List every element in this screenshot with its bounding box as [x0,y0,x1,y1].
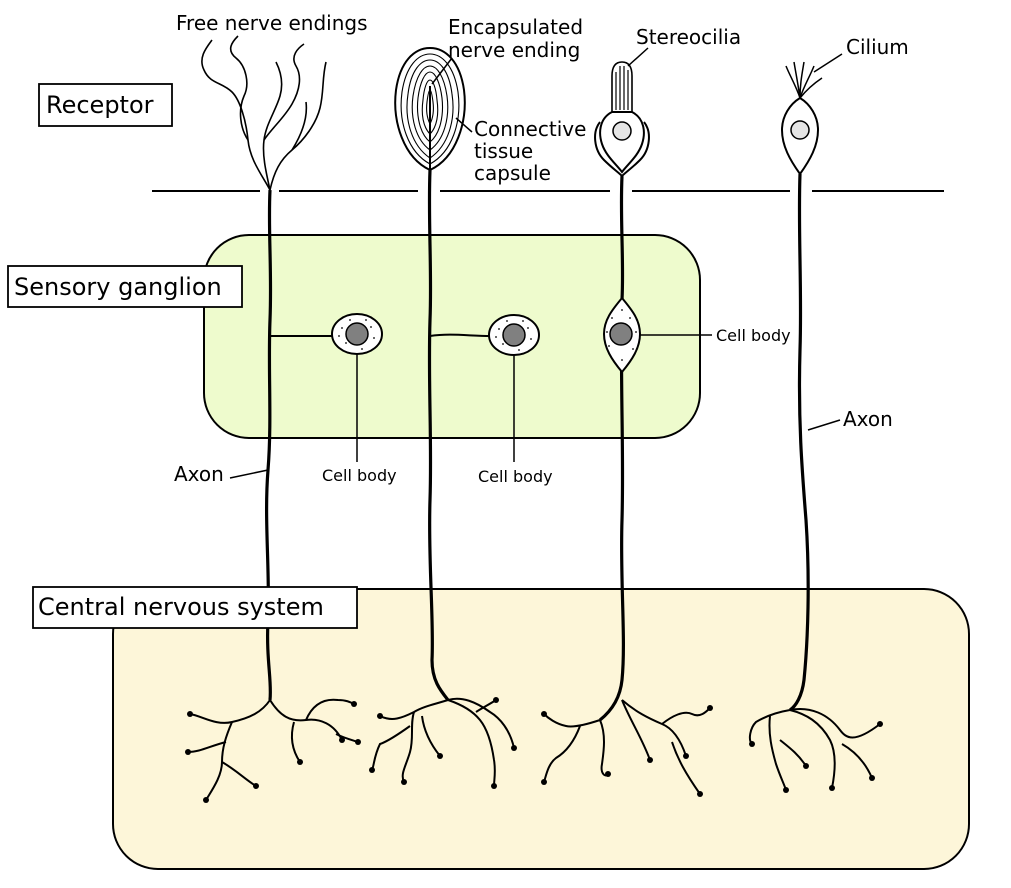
nucleus-1 [345,322,369,346]
hair-cell-body [599,111,645,174]
cns-terminals-4 [748,708,881,791]
cns-label-box [32,586,358,629]
axon-label-right: Axon [843,407,893,431]
axon-2 [427,169,450,701]
stipple-2 [495,320,532,351]
axon-1 [265,189,273,701]
axon-left-pointer [229,469,269,479]
stereocilia-pointer [627,47,649,67]
stereocilia-label: Stereocilia [636,25,741,49]
neuron-cilium [748,61,883,793]
receptor-label: Receptor [46,91,154,119]
neuron-stereocilia [541,61,713,797]
neuron-encapsulated [369,46,540,789]
encapsulated-label-line2: nerve ending [448,38,580,62]
cilium-label: Cilium [846,35,909,59]
cilium-cell-nucleus [790,120,810,140]
stereocilia-bundle [611,61,633,112]
receptor-label-box [38,83,173,127]
nucleus-3 [609,322,633,346]
terminal-knobs-4 [749,721,883,793]
axon-right-pointer [807,419,841,431]
connective-label-line3: capsule [474,161,551,185]
ganglion-label: Sensory ganglion [14,273,222,301]
terminal-knobs-2 [369,697,517,789]
ganglion-label-box [7,265,243,308]
encapsulated-ending [394,46,466,172]
cell-body-label-1: Cell body [322,466,397,485]
neuron-free-endings [185,35,383,803]
stipple-1 [338,319,375,350]
cilia [785,61,823,99]
hair-cell-nucleus [612,121,632,141]
cell-body-stalk-2 [429,333,491,337]
nucleus-2 [502,323,526,347]
cns-label: Central nervous system [38,593,324,621]
cell-body-label-2: Cell body [478,467,553,486]
cilium-pointer [813,53,843,73]
cell-body-label-3: Cell body [716,326,791,345]
axon-label-left: Axon [174,462,224,486]
terminal-knobs-3 [541,705,713,797]
connective-label-line1: Connective [474,117,586,141]
free-nerve-endings-label: Free nerve endings [176,11,368,35]
stipple-3 [606,309,637,361]
encapsulated-pointer [431,57,453,85]
label-pointers [229,47,843,479]
axon-4 [789,173,810,712]
axon-3 [598,175,625,722]
connective-label-line2: tissue [474,139,533,163]
connective-pointer [455,117,473,133]
cns-region [112,588,970,870]
terminal-knobs-1 [185,701,361,803]
encapsulated-label-line1: Encapsulated [448,15,583,39]
ganglion-region [203,234,701,439]
free-nerve-endings-branches [201,35,327,191]
